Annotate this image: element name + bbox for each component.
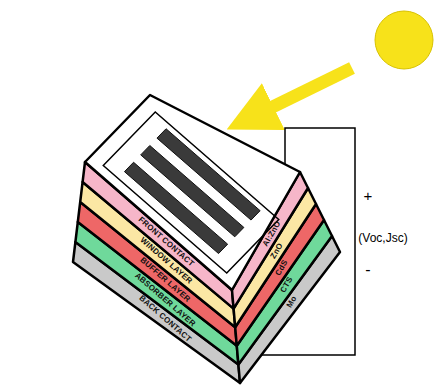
top-face (85, 95, 300, 290)
contact-panel (103, 112, 278, 273)
layer-stack (73, 95, 340, 383)
light-arrow (250, 68, 352, 118)
sun (375, 11, 433, 69)
contact-finger (157, 129, 260, 220)
polarity-minus: - (365, 261, 370, 279)
output-label: (Voc,Jsc) (356, 230, 409, 246)
polarity-plus: + (364, 187, 373, 204)
